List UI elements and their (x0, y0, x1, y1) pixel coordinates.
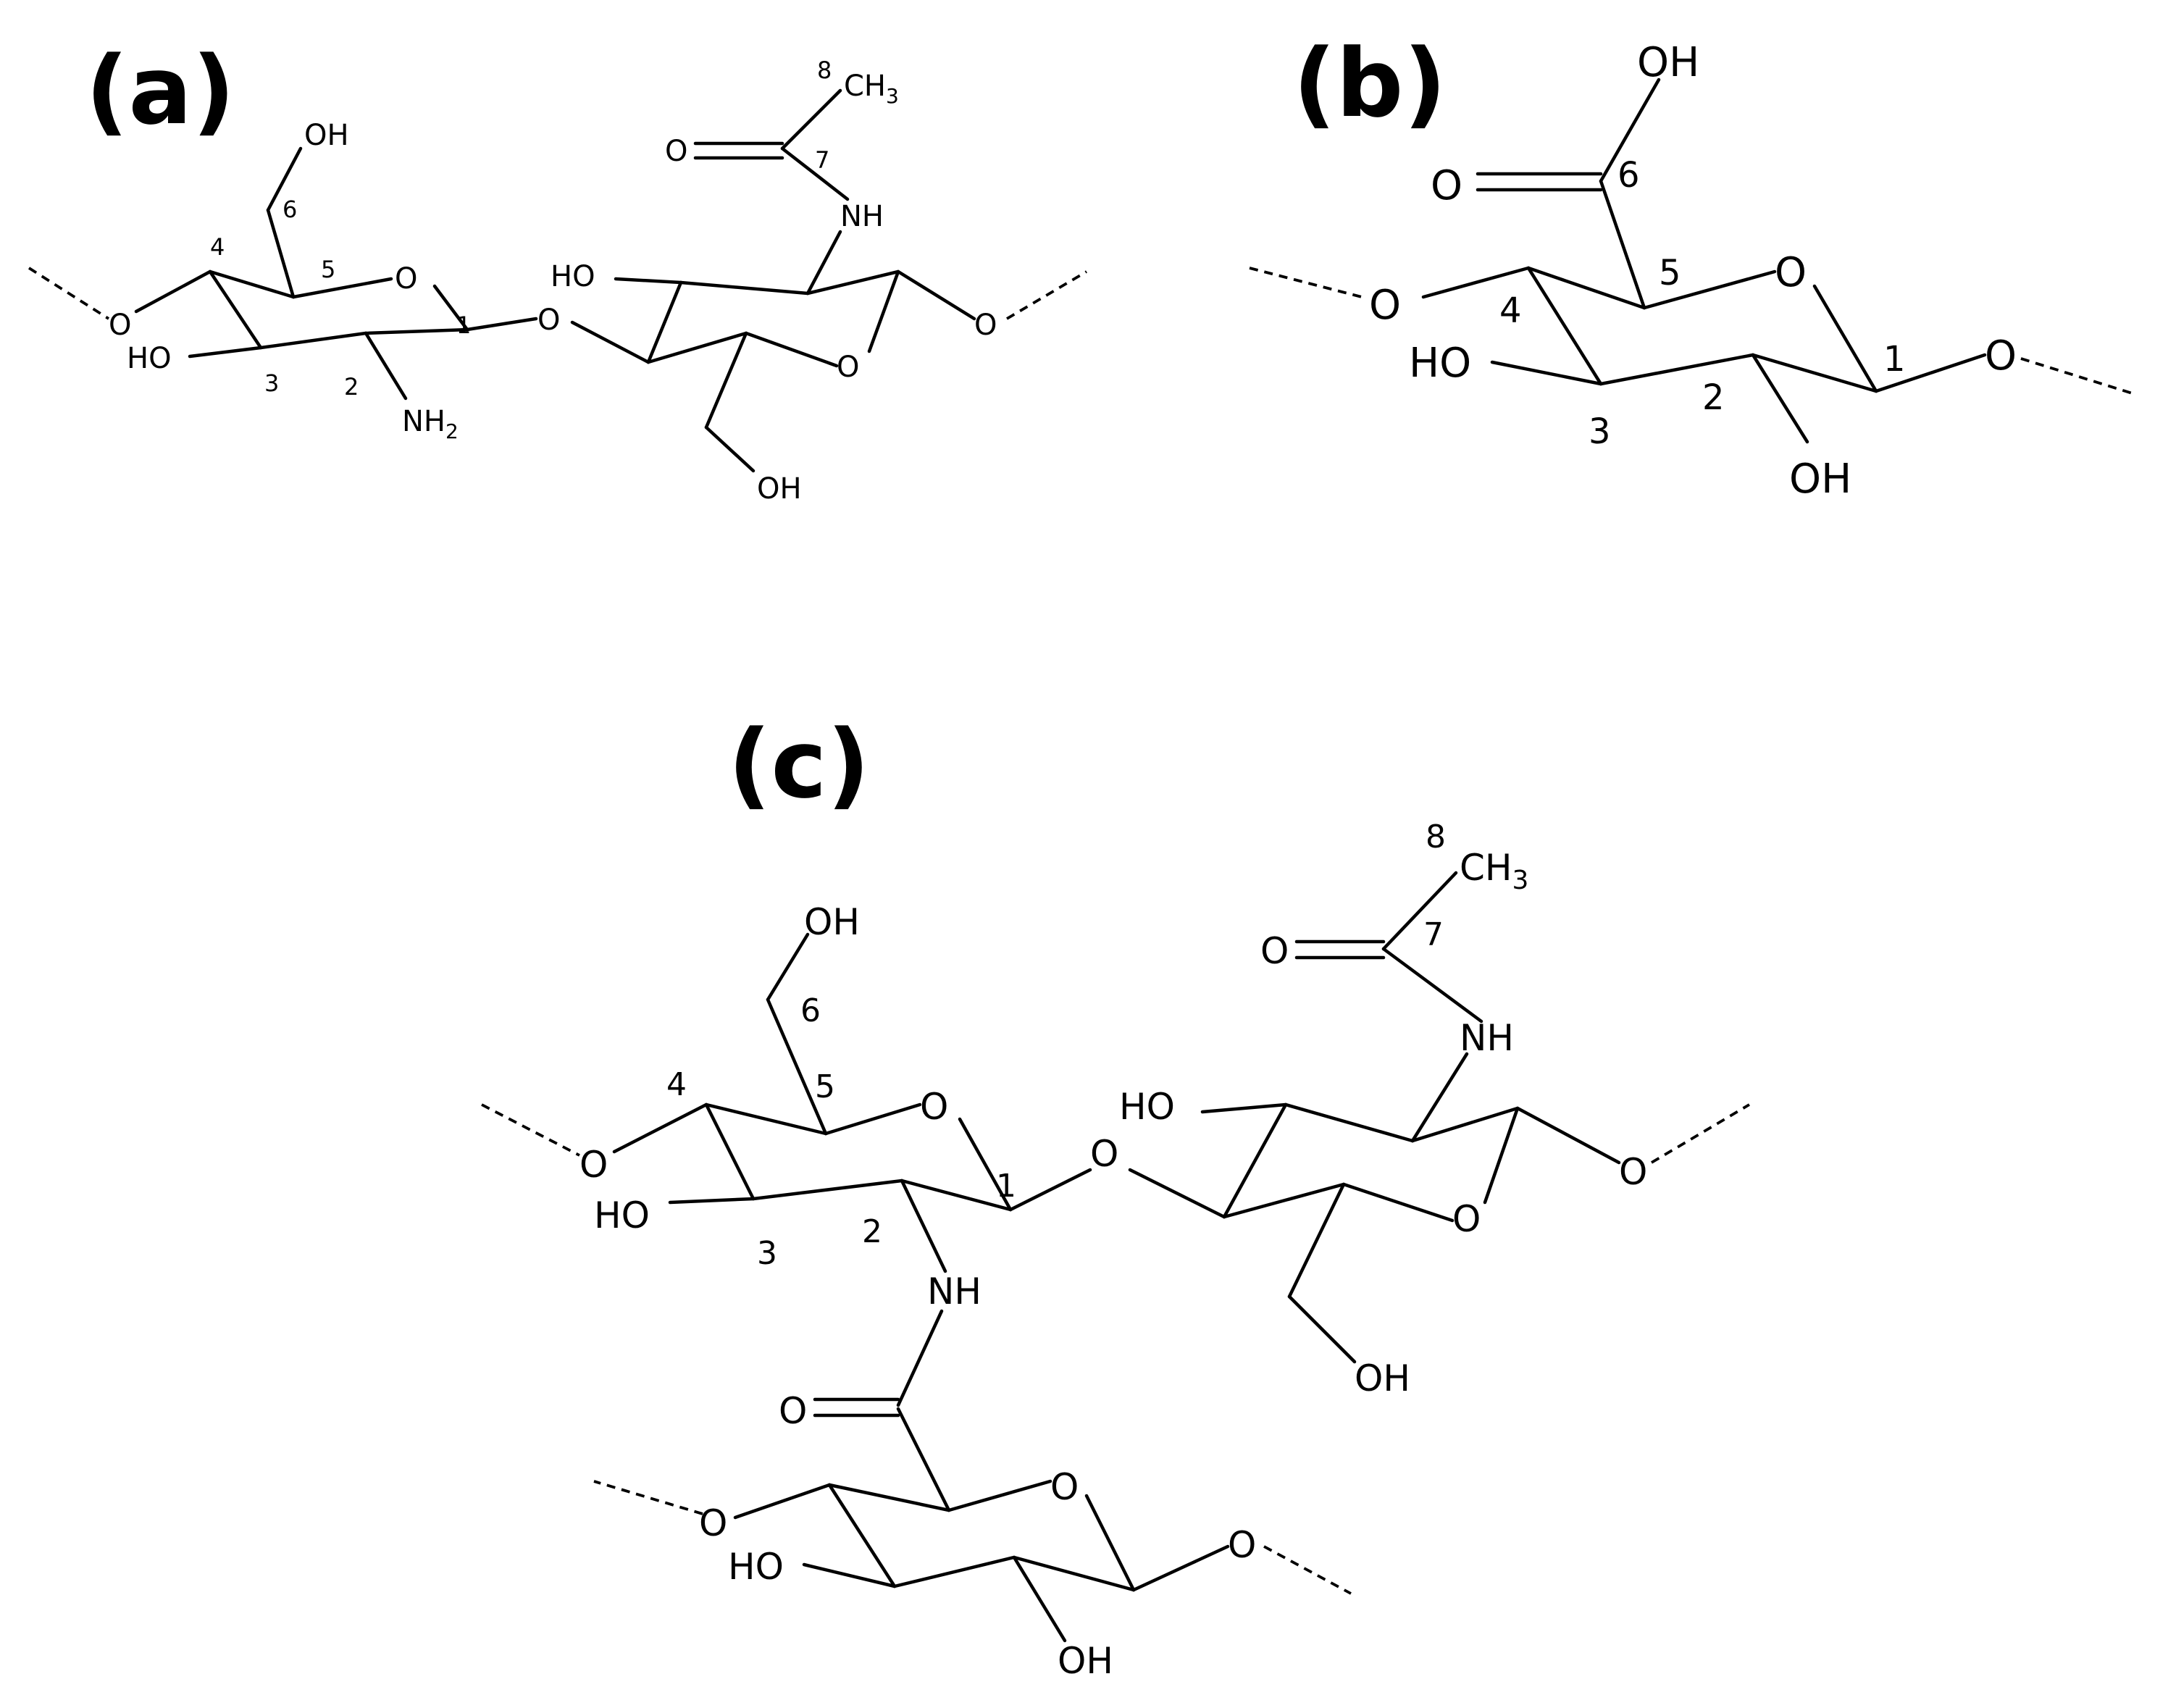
carbon-number: 3 (1589, 411, 1611, 452)
atom-o: O (1090, 1133, 1118, 1175)
carbon-number: 3 (757, 1235, 777, 1272)
carbon-number: 3 (264, 369, 279, 397)
panel-c-atoms: OH O O O HO NH HO O O NH O CH3 OH O O O … (579, 847, 1647, 1682)
atom-oh: OH (1637, 39, 1699, 86)
carbon-number: 4 (210, 233, 225, 261)
carbon-number: 5 (815, 1068, 835, 1105)
atom-o: O (395, 262, 417, 296)
atom-o: O (1369, 282, 1401, 329)
atom-oh: OH (1058, 1640, 1113, 1682)
carbon-number: 2 (344, 373, 359, 401)
atom-o: O (537, 303, 560, 337)
carbon-number: 7 (1423, 916, 1444, 953)
carbon-number: 1 (1883, 339, 1906, 380)
atom-o: O (109, 309, 131, 342)
panel-c-label: (c) (728, 709, 870, 819)
atom-o: O (579, 1144, 608, 1186)
atom-o: O (665, 135, 687, 168)
carbon-number: 6 (800, 992, 821, 1029)
carbon-number: 5 (1659, 253, 1681, 293)
panel-a-bonds (28, 88, 1087, 473)
atom-o: O (1775, 249, 1807, 296)
atom-oh: OH (1355, 1357, 1410, 1399)
atom-nh: NH (840, 200, 884, 233)
panel-a-label: (a) (85, 35, 235, 146)
carbon-number: 6 (1617, 155, 1640, 196)
atom-o: O (1985, 332, 2017, 380)
atom-ho: HO (551, 260, 595, 293)
atom-oh: OH (304, 119, 349, 152)
atom-o: O (779, 1390, 807, 1432)
atom-o: O (1228, 1524, 1256, 1566)
carbon-number: 8 (1426, 819, 1446, 855)
atom-ch3: CH3 (1460, 847, 1528, 895)
atom-o: O (1260, 930, 1289, 972)
atom-nh: NH (1460, 1017, 1514, 1059)
atom-ho: HO (1409, 340, 1471, 387)
atom-nh: NH (927, 1270, 982, 1313)
atom-o: O (1452, 1198, 1481, 1240)
atom-o: O (1431, 162, 1462, 209)
atom-o: O (837, 351, 859, 384)
carbon-number: 1 (456, 311, 471, 339)
panel-b-atoms: OH O O O HO O OH (1369, 39, 2017, 503)
carbon-number: 5 (321, 256, 335, 283)
atom-o: O (699, 1502, 727, 1544)
panel-a-carbon-numbers: 1 2 3 4 5 6 7 8 (210, 56, 832, 401)
carbon-number: 2 (862, 1213, 882, 1250)
panel-c-carbon-numbers: 1 2 3 4 5 6 7 8 (666, 819, 1446, 1272)
atom-ho: HO (1119, 1086, 1175, 1128)
atom-o: O (974, 309, 997, 342)
panel-a-atoms: OH O O O HO NH2 HO O O NH O CH3 OH (109, 70, 997, 506)
panel-b-carbon-numbers: 1 2 3 4 5 6 (1499, 155, 1906, 452)
carbon-number: 4 (1499, 290, 1522, 331)
carbon-number: 2 (1702, 377, 1725, 418)
atom-ch3: CH3 (844, 70, 899, 108)
atom-oh: OH (1789, 456, 1851, 503)
atom-o: O (1619, 1151, 1647, 1193)
panel-b: (b) OH O (1249, 28, 2138, 503)
carbon-number: 6 (282, 196, 297, 223)
carbon-number: 4 (666, 1066, 687, 1103)
atom-ho: HO (127, 342, 172, 375)
atom-o: O (1050, 1466, 1079, 1508)
panel-c: (c) (481, 709, 1750, 1682)
panel-c-bonds (481, 871, 1750, 1643)
atom-oh: OH (804, 901, 860, 943)
carbon-number: 7 (815, 146, 829, 174)
panel-b-bonds (1249, 78, 2138, 444)
atom-nh2: NH2 (402, 405, 459, 443)
atom-o: O (920, 1086, 948, 1128)
carbon-number: 1 (996, 1168, 1016, 1205)
carbon-number: 8 (817, 56, 832, 84)
atom-ho: HO (594, 1194, 650, 1236)
atom-oh: OH (757, 472, 802, 506)
atom-ho: HO (728, 1546, 784, 1588)
panel-a: (a) (28, 35, 1087, 506)
panel-b-label: (b) (1293, 28, 1447, 138)
